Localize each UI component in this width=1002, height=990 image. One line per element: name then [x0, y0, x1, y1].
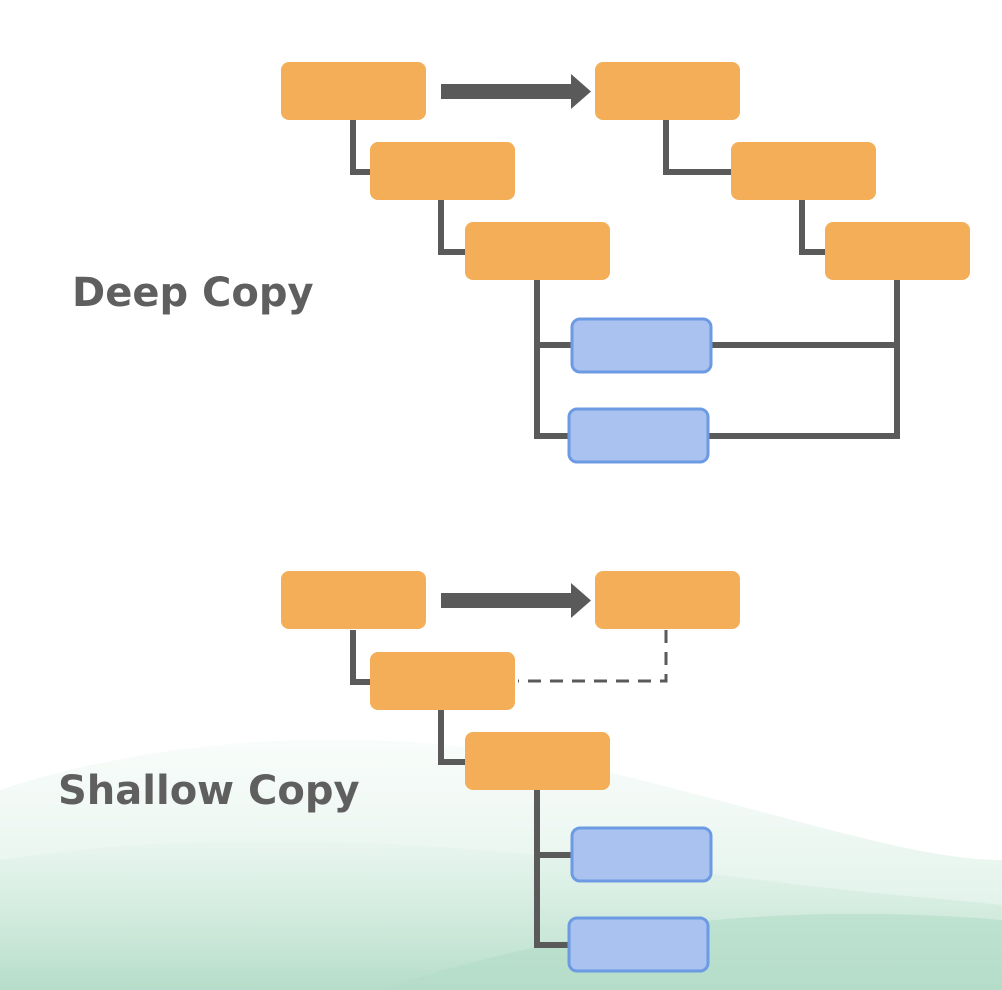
deep-copy-section: Deep Copy: [72, 62, 970, 464]
connector-line: [799, 200, 825, 255]
source-grandchild-node: [465, 732, 610, 790]
copy-grandchild-node: [825, 222, 970, 280]
copy-arrow: [441, 74, 591, 109]
background-waves: [0, 739, 1002, 990]
leaf-node: [567, 916, 710, 973]
shared-leaf-node: [567, 407, 710, 464]
reference-dashed-line: [518, 630, 668, 683]
connector-line: [534, 790, 570, 948]
shallow-copy-label: Shallow Copy: [58, 768, 360, 814]
connector-line: [350, 630, 370, 685]
connector-line: [438, 200, 465, 255]
connector-line: [534, 280, 570, 439]
connector-line: [438, 710, 465, 765]
connector-line: [706, 280, 900, 439]
shallow-copy-connectors: [350, 630, 573, 948]
connector-line: [350, 120, 370, 175]
source-child-node: [370, 142, 515, 200]
copy-root-node: [595, 62, 740, 120]
source-root-node: [281, 62, 426, 120]
source-root-node: [281, 571, 426, 629]
deep-copy-connectors: [350, 120, 900, 439]
source-child-node: [370, 652, 515, 710]
shared-leaf-node: [570, 317, 713, 374]
copy-arrow: [441, 583, 591, 618]
connector-line: [663, 120, 731, 175]
copy-root-node: [595, 571, 740, 629]
source-grandchild-node: [465, 222, 610, 280]
deep-copy-label: Deep Copy: [72, 270, 314, 316]
leaf-node: [570, 826, 713, 883]
copy-child-node: [731, 142, 876, 200]
shallow-copy-section: Shallow Copy: [58, 571, 740, 973]
